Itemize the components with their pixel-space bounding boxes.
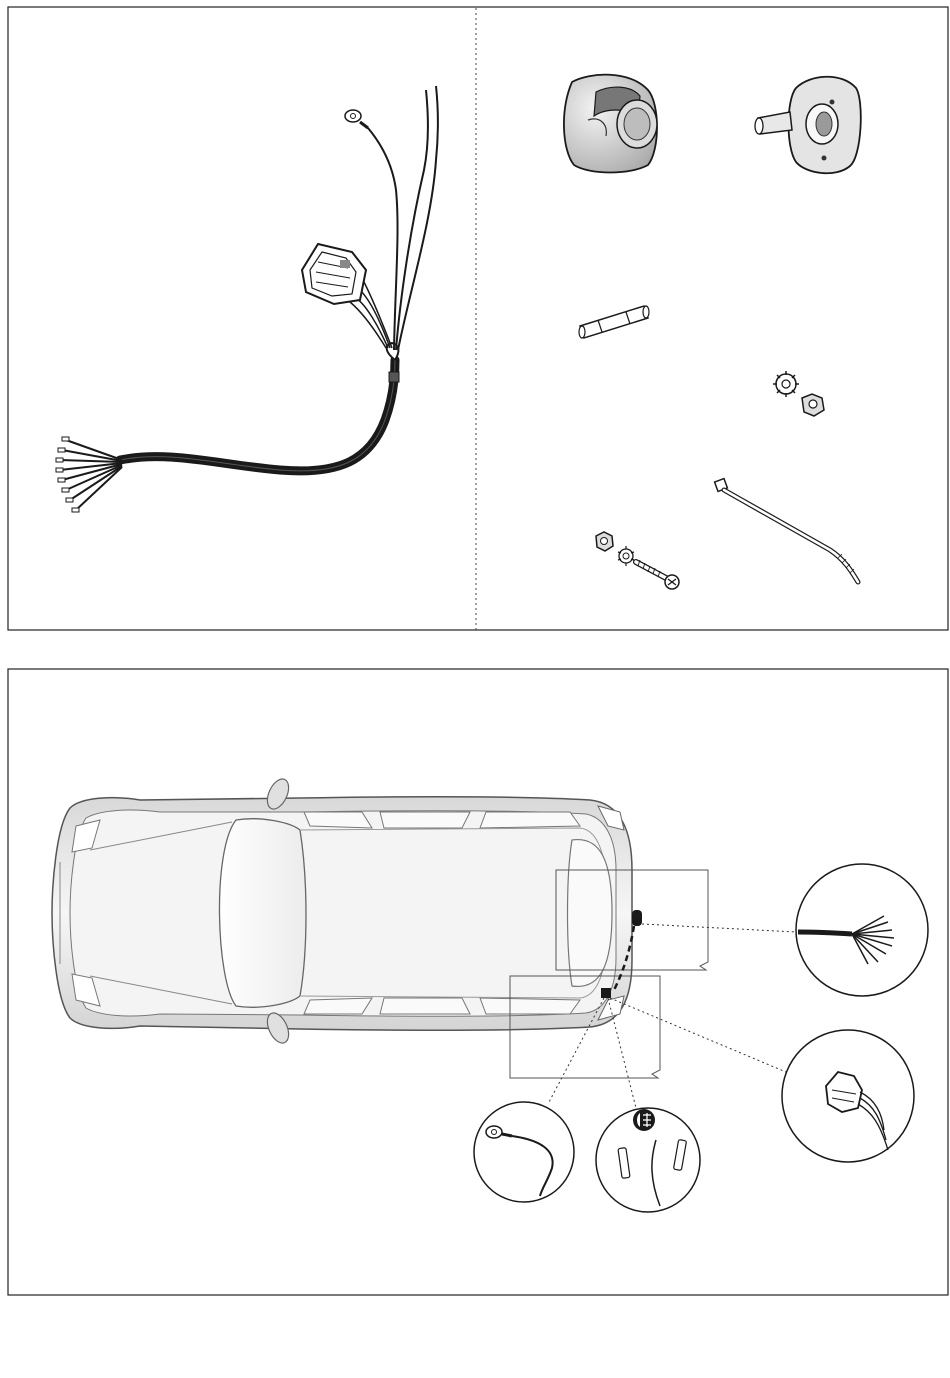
wiring-harness	[56, 86, 438, 512]
socket-mounting-plate	[755, 77, 861, 174]
fuse	[579, 306, 649, 338]
harness-clip	[389, 372, 399, 382]
screw-nut-washer-set	[596, 532, 679, 589]
car-top-view	[52, 776, 632, 1047]
cable-tie	[715, 479, 858, 582]
parts-kit-panel	[8, 7, 948, 630]
connector-location-marker	[601, 988, 611, 998]
ground-eyelet-terminal	[345, 110, 368, 128]
windshield	[219, 819, 306, 1008]
installation-panel	[8, 669, 948, 1295]
fog-light-icon	[633, 1109, 655, 1131]
callout-ground-eyelet	[474, 1102, 574, 1202]
callout-connector-plug	[782, 1030, 914, 1162]
socket-location-marker	[632, 910, 642, 926]
callout-harness-wire-end	[796, 864, 928, 996]
callout-fog-light-fuses	[596, 1108, 700, 1212]
rear-window	[568, 840, 613, 987]
harness-connector-plug	[302, 244, 392, 348]
socket-cover	[564, 75, 657, 173]
lock-washer-and-nut	[773, 371, 824, 416]
